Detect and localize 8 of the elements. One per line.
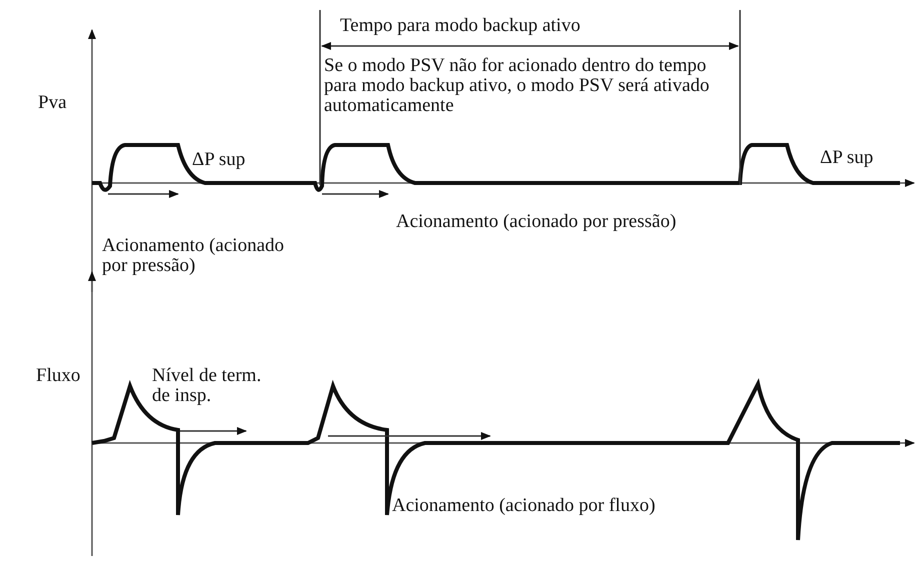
trigger-label: Acionamento (acionado por pressão) — [102, 236, 286, 276]
pressure-label: ΔP sup — [820, 148, 874, 168]
time-label: Tempo para modo backup ativo — [340, 16, 580, 36]
axis-label: Fluxo — [36, 366, 80, 386]
trigger-label: Acionamento (acionado por pressão) — [396, 212, 676, 232]
axis-label: Pva — [38, 93, 66, 113]
note-text: Se o modo PSV não for acionado dentro do tempo para modo backup ativo, o modo PSV será ativado automaticamente — [324, 56, 710, 116]
pressure-label: ΔP sup — [192, 150, 246, 170]
